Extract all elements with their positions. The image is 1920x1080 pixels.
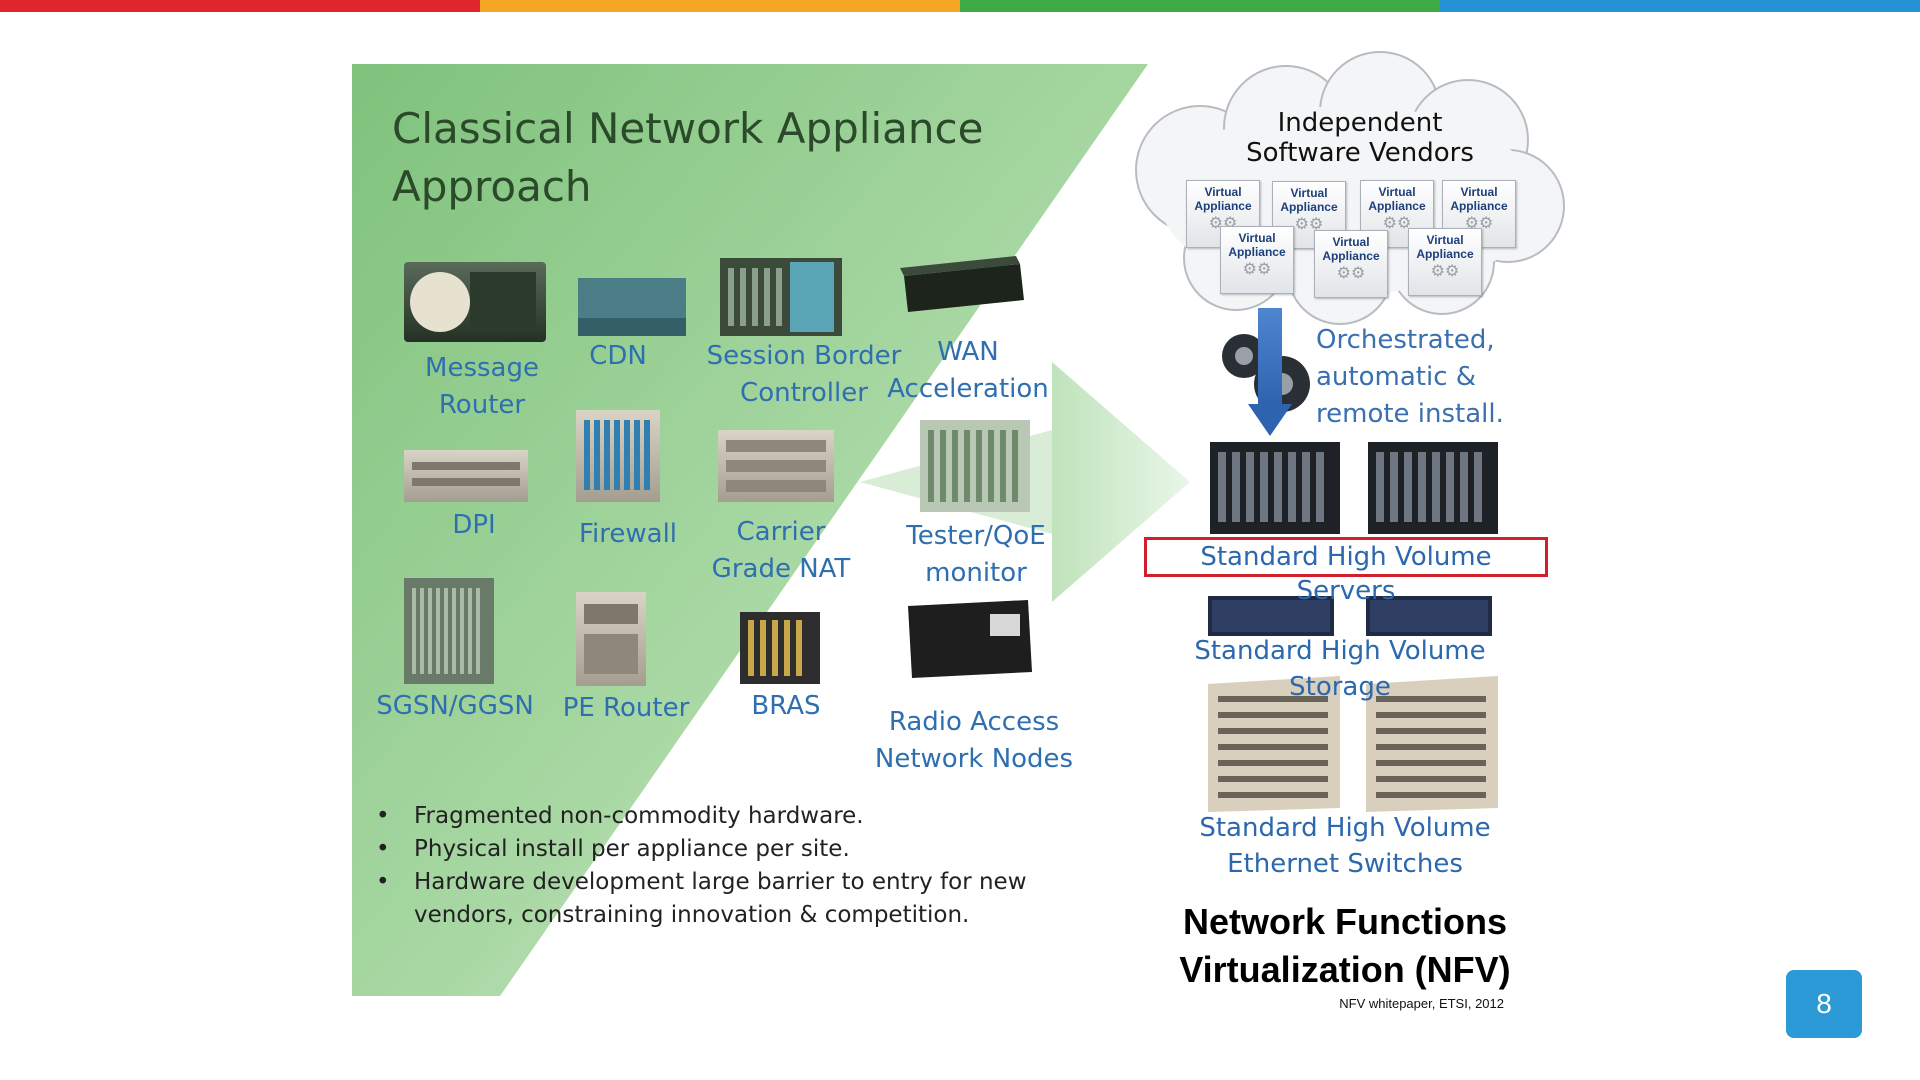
servers-label: Standard High Volume Servers <box>1144 537 1548 606</box>
server-image-1 <box>1210 442 1340 534</box>
switch-image-2 <box>1366 676 1498 812</box>
gear-icon: ⚙⚙ <box>1294 216 1324 233</box>
drawback-item: Fragmented non-commodity hardware. <box>370 800 1050 833</box>
label-cdn: CDN <box>589 341 647 371</box>
cdn-image <box>578 278 686 336</box>
label-wan-acceleration: WAN Acceleration <box>887 337 1049 404</box>
carrier-grade-nat-image <box>718 430 834 502</box>
gear-icon: ⚙⚙ <box>1382 215 1412 232</box>
classical-approach-title: Classical Network Appliance Approach <box>392 104 984 211</box>
gear-icon: ⚙⚙ <box>1242 261 1272 278</box>
message-router-image <box>404 262 546 342</box>
top-color-bar <box>0 0 1920 12</box>
sgsn-ggsn-image <box>404 578 494 684</box>
switches-label: Standard High Volume Ethernet Switches <box>1199 813 1491 879</box>
classical-drawbacks-list: Fragmented non-commodity hardware. Physi… <box>370 800 1050 932</box>
tester-qoe-monitor-image <box>920 420 1030 512</box>
nfv-title: Network Functions Virtualization (NFV) <box>1179 901 1511 990</box>
drawback-item: Physical install per appliance per site. <box>370 833 1050 866</box>
transition-arrow <box>1052 362 1190 602</box>
page-number-badge: 8 <box>1786 970 1862 1038</box>
firewall-image <box>576 410 660 502</box>
top-bar-red <box>0 0 480 12</box>
label-bras: BRAS <box>751 691 821 721</box>
nfv-citation: NFV whitepaper, ETSI, 2012 <box>1339 996 1504 1011</box>
label-radio-access-network-nodes: Radio Access Network Nodes <box>874 707 1074 774</box>
gear-icon: ⚙⚙ <box>1336 265 1366 282</box>
session-border-controller-image <box>720 258 842 336</box>
label-session-border-controller: Session Border Controller <box>706 341 902 408</box>
storage-label: Standard High Volume Storage <box>1194 636 1486 702</box>
bras-image <box>740 612 820 684</box>
install-down-arrow-icon <box>1248 308 1292 436</box>
drawback-item: Hardware development large barrier to en… <box>370 866 1050 932</box>
server-image-2 <box>1368 442 1498 534</box>
label-dpi: DPI <box>452 510 496 540</box>
label-carrier-grade-nat: Carrier Grade NAT <box>711 517 851 584</box>
label-pe-router: PE Router <box>562 693 690 723</box>
top-bar-orange <box>480 0 960 12</box>
label-sgsn-ggsn: SGSN/GGSN <box>376 691 534 721</box>
wan-acceleration-image <box>900 256 1024 312</box>
switch-image-1 <box>1208 676 1340 812</box>
orchestration-caption: Orchestrated, automatic & remote install… <box>1316 325 1504 429</box>
dpi-image <box>404 450 528 502</box>
label-message-router: Message Router <box>425 353 539 420</box>
isv-cloud-title: Independent Software Vendors <box>1246 108 1474 168</box>
storage-image-1 <box>1208 596 1334 636</box>
label-tester-qoe-monitor: Tester/QoE monitor <box>906 521 1046 588</box>
top-bar-blue <box>1440 0 1920 12</box>
storage-image-2 <box>1366 596 1492 636</box>
label-firewall: Firewall <box>578 519 678 549</box>
radio-access-network-nodes-image <box>900 590 1040 688</box>
gear-icon: ⚙⚙ <box>1464 215 1494 232</box>
top-bar-green <box>960 0 1440 12</box>
pe-router-image <box>576 592 646 686</box>
gear-icon: ⚙⚙ <box>1430 263 1460 280</box>
